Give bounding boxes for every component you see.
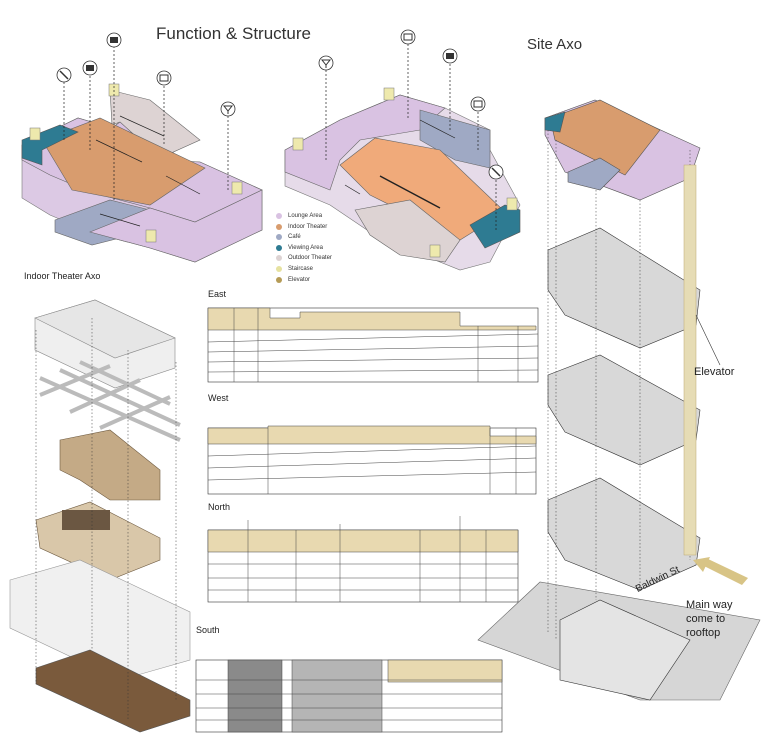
- function-axo-middle: [284, 44, 521, 271]
- legend-item: Lounge Area: [276, 211, 332, 221]
- elevator-label: Elevator: [694, 366, 735, 378]
- site-axo: [477, 99, 761, 701]
- legend-swatch: [276, 276, 282, 283]
- legend-item: Elevator: [276, 275, 332, 285]
- legend-item: Indoor Theater: [276, 222, 332, 232]
- legend-item: Café: [276, 232, 332, 242]
- site-axo-title: Site Axo: [527, 36, 583, 53]
- cocktail-icon: [220, 101, 236, 117]
- east-elevation: [207, 307, 539, 383]
- east-label: East: [208, 289, 227, 299]
- legend-swatch: [276, 223, 282, 230]
- legend-swatch: [276, 234, 282, 241]
- indoor-theater-exploded-axo: [9, 299, 191, 733]
- legend-swatch: [276, 255, 282, 262]
- legend-label: Indoor Theater: [288, 223, 328, 230]
- cinema-icon: [156, 70, 172, 86]
- indoor-theater-axo-label: Indoor Theater Axo: [24, 271, 101, 281]
- west-label: West: [208, 393, 229, 403]
- main-way-line-3: rooftop: [686, 627, 721, 639]
- main-way-line-1: Main way: [686, 599, 733, 611]
- legend-label: Lounge Area: [288, 213, 323, 219]
- legend-label: Viewing Area: [288, 244, 323, 251]
- north-label: North: [208, 502, 231, 512]
- function-icons: [56, 29, 504, 180]
- cinema-icon: [470, 96, 486, 112]
- microphone-icon: [56, 67, 72, 83]
- north-elevation: [207, 516, 519, 603]
- tickets-icon: [82, 60, 98, 76]
- south-label: South: [196, 625, 220, 635]
- cocktail-icon: [318, 55, 334, 71]
- legend-item: Staircase: [276, 264, 332, 274]
- legend-item: Viewing Area: [276, 243, 332, 253]
- legend-item: Outdoor Theater: [276, 253, 332, 263]
- legend-label: Café: [288, 234, 301, 241]
- legend-label: Staircase: [288, 265, 314, 272]
- legend-label: Elevator: [288, 276, 311, 283]
- legend-label: Outdoor Theater: [288, 255, 332, 262]
- microphone-icon: [488, 164, 504, 180]
- cinema-icon: [400, 29, 416, 45]
- mixer-icon: [106, 32, 122, 48]
- main-way-line-2: come to: [686, 613, 726, 625]
- function-structure-title: Function & Structure: [156, 24, 311, 43]
- legend: Lounge Area Indoor Theater Café Viewing …: [276, 211, 332, 285]
- main-way-note: Main way come to rooftop: [686, 598, 732, 640]
- legend-swatch: [276, 244, 282, 251]
- south-elevation: [195, 659, 503, 733]
- mixer-icon: [442, 48, 458, 64]
- function-axo-left: [21, 46, 263, 263]
- west-elevation: [207, 425, 537, 495]
- legend-swatch: [276, 213, 282, 219]
- legend-swatch: [276, 265, 282, 272]
